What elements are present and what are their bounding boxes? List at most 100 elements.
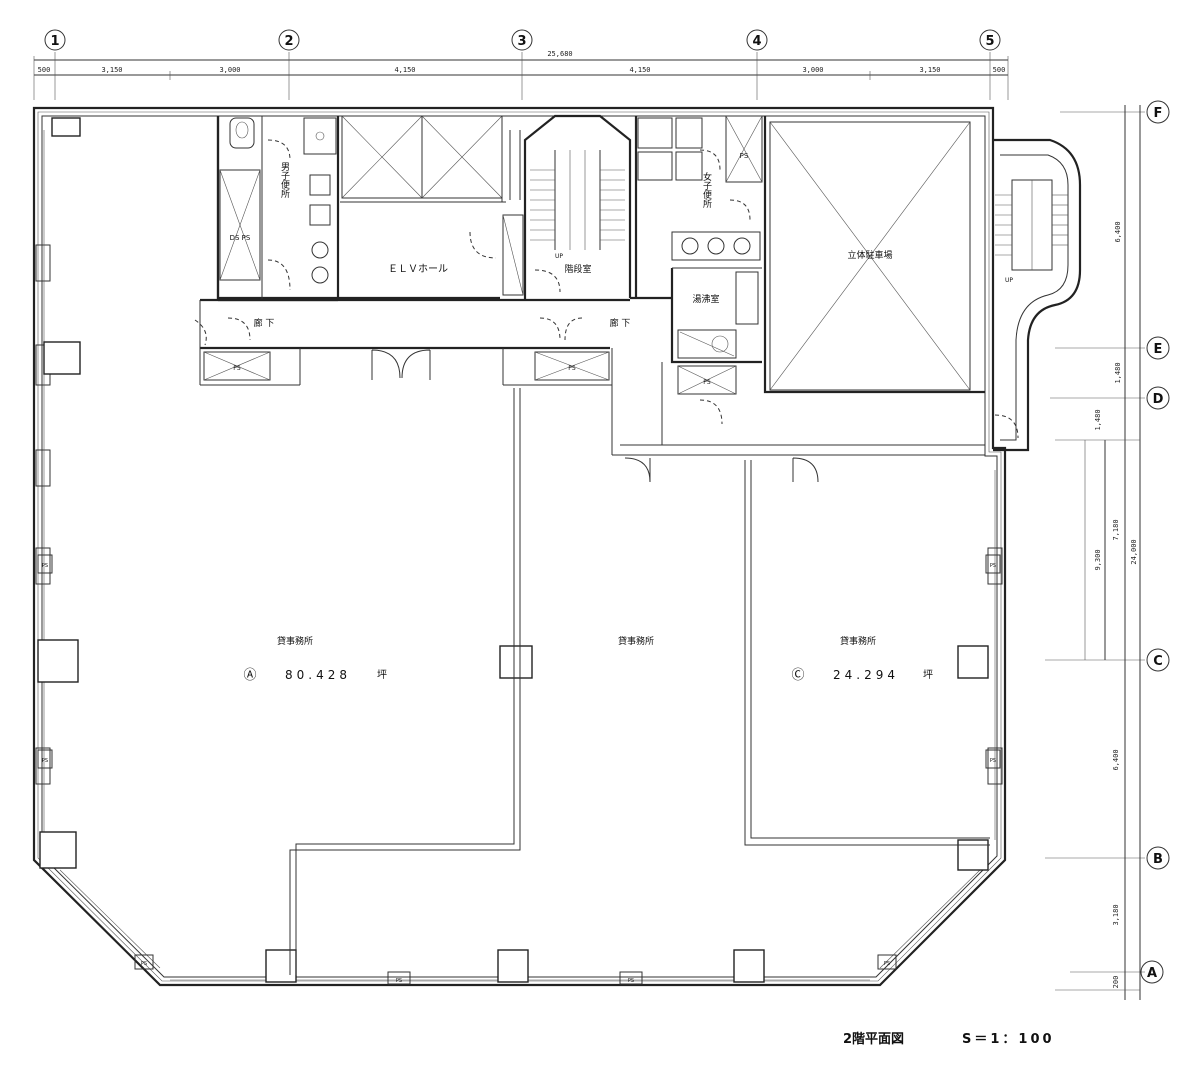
- column: [37, 639, 79, 683]
- svg-text:9,300: 9,300: [1094, 549, 1102, 570]
- grid-row-A: A: [1070, 960, 1164, 984]
- ps-shaft: [203, 351, 271, 381]
- womens-toilet: PS 女子便所: [634, 115, 763, 298]
- svg-text:3,000: 3,000: [802, 66, 823, 74]
- top-dimension-lines: 25,680 500 3,150 3,000 4,150 4,150 3,000…: [33, 50, 1009, 100]
- svg-text:PS: PS: [568, 365, 576, 372]
- office-b-label: 貸事務所: [618, 635, 654, 647]
- perimeter-ps-boxes: PS PS PS PS PS PS PS PS: [37, 554, 1001, 984]
- grid-col-5: 5: [979, 29, 1001, 51]
- office-labels: 貸事務所 Ⓐ 80.428 坪 貸事務所 貸事務所 Ⓒ 24.294 坪: [243, 635, 933, 683]
- svg-text:4,150: 4,150: [629, 66, 650, 74]
- corridor-left-label: 廊 下: [254, 317, 275, 329]
- parking-tower: 立体駐車場: [763, 116, 985, 394]
- corridor-right-label: 廊 下: [610, 317, 631, 329]
- office-partitions: [289, 388, 990, 975]
- svg-text:3,180: 3,180: [1112, 904, 1120, 925]
- svg-text:1,480: 1,480: [1114, 362, 1122, 383]
- total-width-dim: 25,680: [547, 50, 572, 58]
- grid-row-B: B: [1045, 846, 1170, 870]
- svg-text:6,400: 6,400: [1112, 749, 1120, 770]
- exterior-stair: UP: [993, 138, 1082, 452]
- svg-text:PS: PS: [884, 961, 890, 967]
- grid-col-4: 4: [746, 29, 768, 51]
- column: [265, 949, 297, 983]
- office-c-mark: Ⓒ: [791, 668, 804, 683]
- kitchen-label: 湯沸室: [692, 293, 719, 305]
- svg-text:PS: PS: [628, 978, 634, 984]
- elv-hall-label: ＥＬＶホール: [388, 263, 448, 275]
- grid-row-F: F: [1060, 100, 1170, 124]
- right-grid-markers: F E D C B A: [1045, 100, 1170, 984]
- grid-col-2: 2: [278, 29, 300, 51]
- plan-scale: S＝1：100: [962, 1032, 1055, 1047]
- svg-text:UP: UP: [555, 253, 563, 260]
- svg-text:7,180: 7,180: [1112, 519, 1120, 540]
- grid-row-D: D: [1050, 386, 1170, 410]
- svg-text:PS: PS: [396, 978, 402, 984]
- svg-text:2: 2: [284, 34, 293, 49]
- office-a-area: 80.428: [285, 668, 351, 682]
- svg-text:1,480: 1,480: [1094, 409, 1102, 430]
- svg-text:A: A: [1147, 966, 1157, 981]
- column: [51, 117, 81, 137]
- elevator-shafts: [340, 115, 521, 203]
- svg-text:C: C: [1153, 654, 1163, 669]
- svg-text:200: 200: [1112, 976, 1120, 989]
- office-c-label: 貸事務所: [840, 635, 876, 647]
- column: [43, 341, 81, 375]
- structural-columns: [37, 117, 989, 983]
- mens-toilet-label: 男子便所: [279, 162, 290, 199]
- svg-text:500: 500: [993, 66, 1006, 74]
- womens-toilet-label: 女子便所: [701, 171, 712, 209]
- corridor: PS 廊 下 廊 下 PS: [194, 296, 985, 483]
- right-window-frames: [987, 470, 1003, 840]
- svg-text:5: 5: [985, 34, 994, 49]
- svg-text:PS: PS: [233, 365, 241, 372]
- svg-text:3,000: 3,000: [219, 66, 240, 74]
- svg-text:PS: PS: [990, 758, 996, 764]
- office-c-unit: 坪: [923, 668, 933, 681]
- svg-text:PS: PS: [740, 152, 749, 160]
- column: [497, 949, 529, 983]
- svg-text:PS: PS: [990, 563, 996, 569]
- stair-room: UP 階段室: [523, 114, 632, 300]
- svg-text:E: E: [1154, 342, 1163, 357]
- office-a-mark: Ⓐ: [243, 668, 256, 683]
- stair-room-label: 階段室: [564, 263, 591, 275]
- column: [499, 645, 533, 679]
- svg-text:PS: PS: [42, 563, 48, 569]
- svg-text:3: 3: [517, 34, 526, 49]
- svg-text:UP: UP: [1005, 277, 1013, 284]
- svg-text:3,150: 3,150: [919, 66, 940, 74]
- svg-text:6,400: 6,400: [1114, 221, 1122, 242]
- column: [39, 831, 77, 869]
- outer-walls: [32, 106, 1007, 987]
- kitchen: 湯沸室 PS: [670, 267, 762, 425]
- svg-text:DS PS: DS PS: [230, 234, 251, 242]
- core-area: DS PS 男子便所 Ｅ: [216, 114, 1082, 452]
- grid-row-C: C: [1045, 648, 1170, 672]
- svg-text:4,150: 4,150: [394, 66, 415, 74]
- ps-shaft: [534, 351, 610, 381]
- svg-text:PS: PS: [141, 961, 147, 967]
- grid-col-3: 3: [511, 29, 533, 51]
- svg-text:3,150: 3,150: [101, 66, 122, 74]
- ds-ps-shaft: [219, 169, 261, 281]
- plan-name: 2階平面図: [843, 1031, 904, 1047]
- drawing-title: 2階平面図 S＝1：100: [843, 1031, 1055, 1047]
- office-a-unit: 坪: [377, 668, 387, 681]
- office-a-label: 貸事務所: [277, 635, 313, 647]
- svg-text:B: B: [1153, 852, 1163, 867]
- mens-toilet: 男子便所: [229, 117, 337, 291]
- right-dimension-lines: 6,400 1,480 1,480 24,000 7,180 9,300 6,4…: [1055, 105, 1141, 1000]
- grid-col-1: 1: [44, 29, 66, 51]
- svg-text:500: 500: [38, 66, 51, 74]
- svg-text:PS: PS: [42, 758, 48, 764]
- parking-label: 立体駐車場: [847, 249, 892, 261]
- grid-row-E: E: [1055, 336, 1170, 360]
- svg-text:1: 1: [50, 34, 59, 49]
- svg-text:F: F: [1154, 106, 1163, 121]
- total-height-dim: 24,000: [1130, 539, 1138, 564]
